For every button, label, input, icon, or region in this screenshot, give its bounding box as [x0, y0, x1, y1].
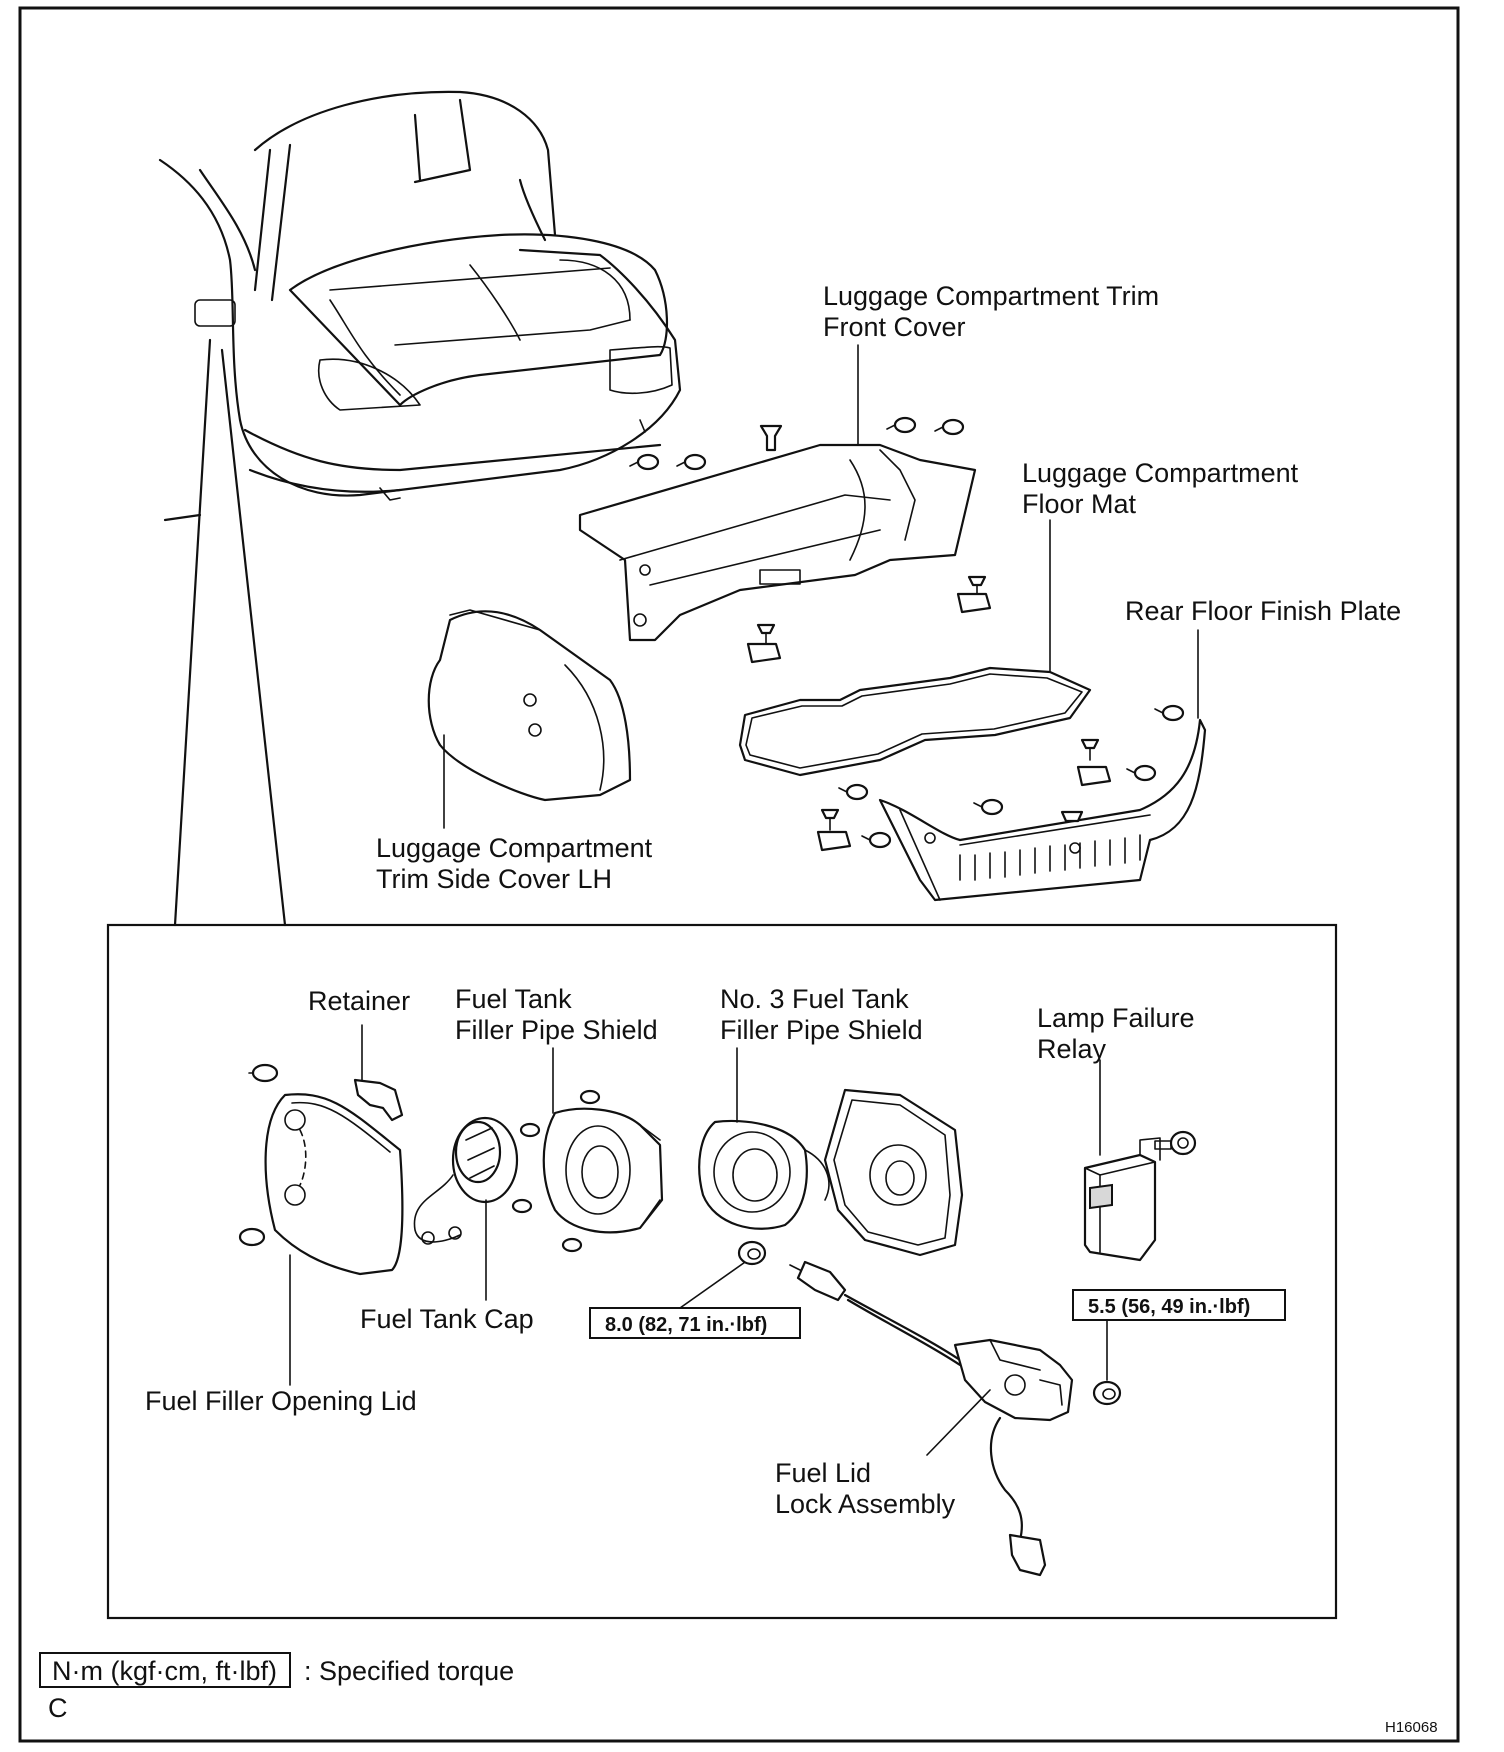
inset-leader-left: [173, 338, 212, 927]
label-rear-floor-plate: Rear Floor Finish Plate: [1125, 596, 1401, 626]
label-lamp-relay-line1: Lamp Failure: [1037, 1003, 1195, 1033]
legend-description: : Specified torque: [304, 1656, 514, 1686]
label-side-cover-line1: Luggage Compartment: [376, 833, 653, 863]
rear-floor-finish-plate-part: [878, 718, 1207, 902]
label-fuel-lid-lock-line2: Lock Assembly: [775, 1489, 956, 1519]
label-floor-mat-line1: Luggage Compartment: [1022, 458, 1299, 488]
label-lamp-relay-line2: Relay: [1037, 1034, 1107, 1064]
inset-leader-right: [220, 348, 287, 927]
legend-unit-text: N·m (kgf·cm, ft·lbf): [52, 1656, 277, 1686]
page-frame: [18, 6, 1460, 1743]
label-trim-front-cover-line1: Luggage Compartment Trim: [823, 281, 1159, 311]
car-rear-illustration: [158, 90, 682, 522]
fuel-filler-lid-part: [238, 1063, 404, 1276]
label-no3-shield-line1: No. 3 Fuel Tank: [720, 984, 909, 1014]
torque-spec-2: 5.5 (56, 49 in.·lbf): [1088, 1296, 1250, 1318]
leader-torque-1: [679, 1259, 749, 1309]
torque-box-1: 8.0 (82, 71 in.·lbf): [589, 1307, 801, 1339]
leader-fuel-lid-lock: [926, 1389, 991, 1456]
fuel-tank-cap-part: [413, 1116, 541, 1245]
retainer-part: [353, 1078, 404, 1122]
label-fuel-tank-cap: Fuel Tank Cap: [360, 1304, 534, 1334]
torque-box-2: 5.5 (56, 49 in.·lbf): [1072, 1289, 1286, 1321]
floor-mat-part: [738, 666, 1092, 777]
label-retainer: Retainer: [308, 986, 410, 1016]
label-trim-front-cover-line2: Front Cover: [823, 312, 966, 342]
figure-id: H16068: [1385, 1719, 1438, 1736]
nut-1: [737, 1240, 767, 1266]
detail-inset-box: [106, 923, 1338, 1620]
torque-spec-1: 8.0 (82, 71 in.·lbf): [605, 1314, 767, 1336]
lamp-failure-relay-part: [1083, 1130, 1197, 1262]
trim-front-cover-part: [578, 443, 977, 642]
fuel-lid-lock-assembly-part: [789, 1260, 1074, 1577]
label-filler-pipe-shield-line1: Fuel Tank: [455, 984, 572, 1014]
label-fuel-lid-lock-line1: Fuel Lid: [775, 1458, 871, 1488]
clips-front-cover: [629, 416, 992, 664]
torque-legend: N·m (kgf·cm, ft·lbf) : Specified torque: [39, 1652, 514, 1688]
trim-side-cover-lh-part: [427, 609, 632, 802]
footer-letter: C: [48, 1693, 68, 1723]
label-fuel-filler-lid: Fuel Filler Opening Lid: [145, 1386, 417, 1416]
label-filler-pipe-shield-line2: Filler Pipe Shield: [455, 1015, 658, 1045]
clips-rear-floor-plate: [816, 704, 1185, 852]
no3-filler-pipe-shield-part: [698, 1119, 830, 1230]
nut-2: [1092, 1380, 1122, 1406]
label-floor-mat-line2: Floor Mat: [1022, 489, 1137, 519]
fuel-tank-filler-pipe-shield-part: [542, 1089, 664, 1253]
legend-unit-box: [39, 1652, 291, 1688]
label-side-cover-line2: Trim Side Cover LH: [376, 864, 612, 894]
filler-housing-plate-part: [823, 1088, 964, 1257]
label-no3-shield-line2: Filler Pipe Shield: [720, 1015, 923, 1045]
